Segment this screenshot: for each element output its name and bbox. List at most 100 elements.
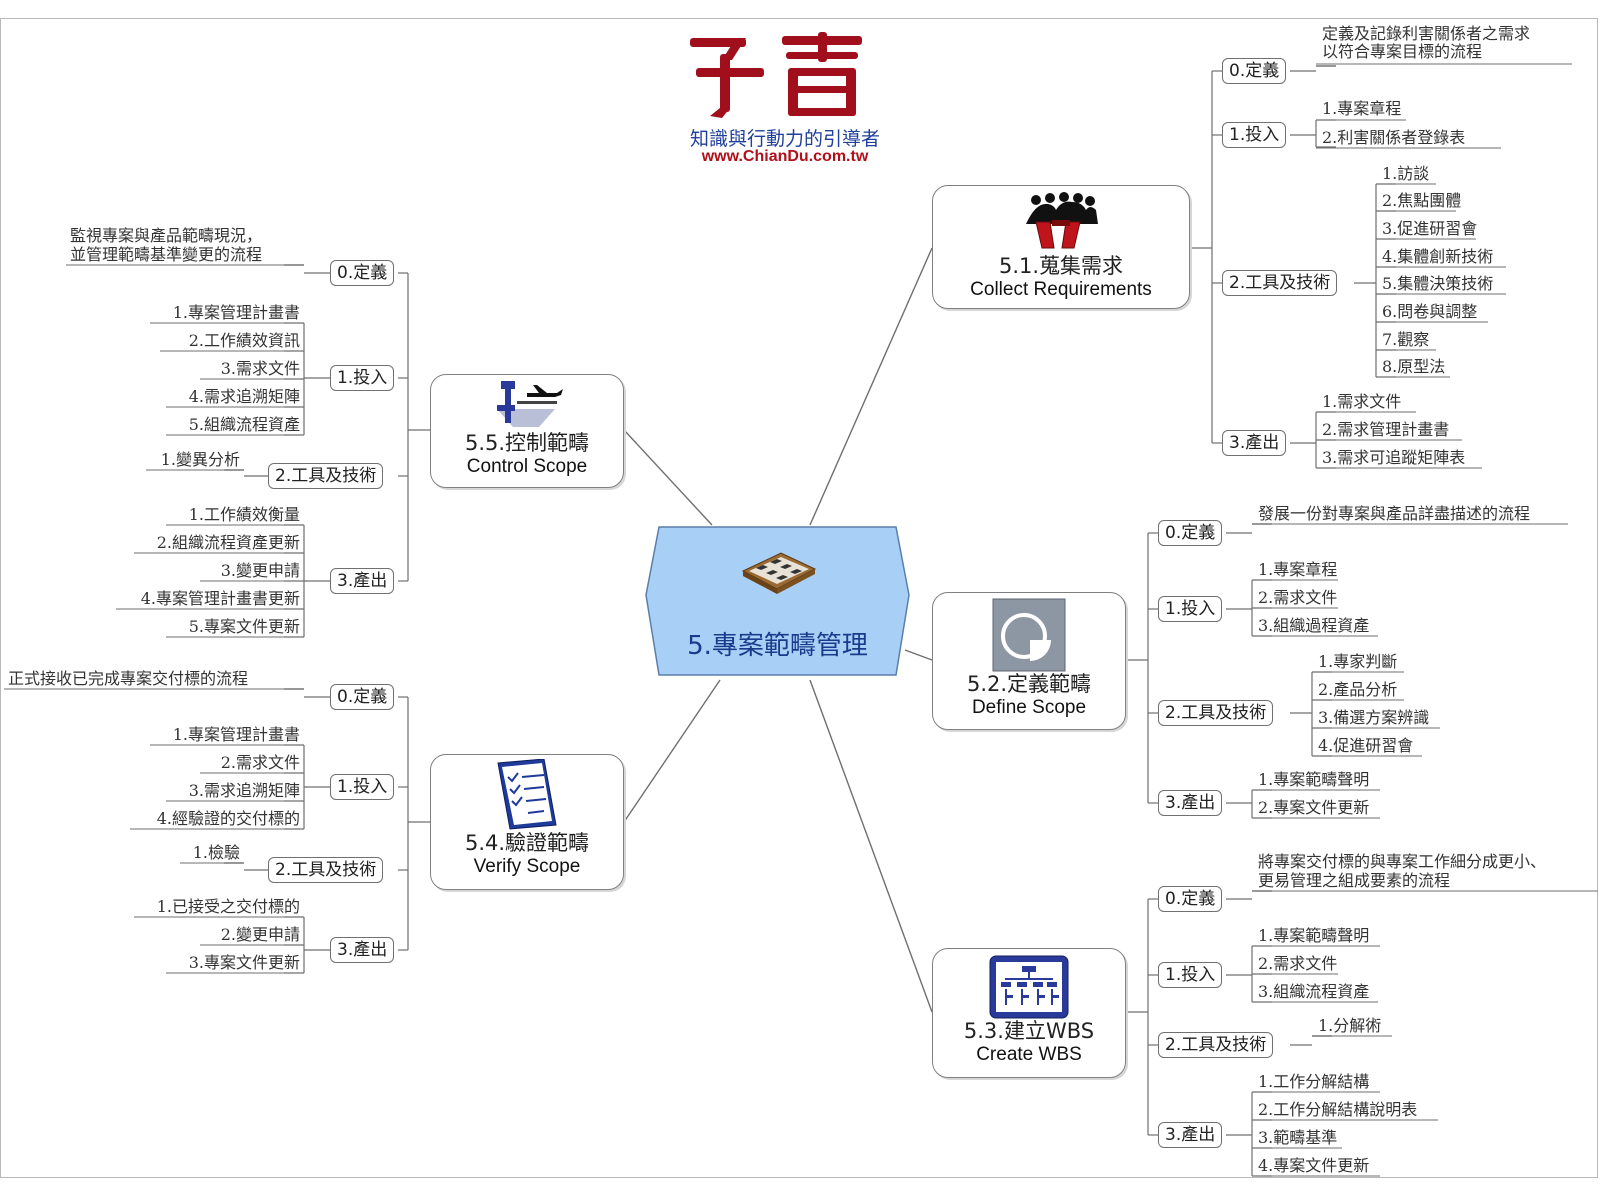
p51-branch-tools[interactable]: 2.工具及技術 — [1222, 270, 1338, 296]
p54-branch-out[interactable]: 3.產出 — [330, 937, 395, 963]
p54-out-1: 1.已接受之交付標的 — [156, 897, 300, 916]
p51-def-line-2: 以符合專案目標的流程 — [1322, 42, 1483, 61]
p53-out-2: 2.工作分解結構說明表 — [1258, 1100, 1418, 1119]
p51-tools-7: 7.觀察 — [1382, 330, 1430, 349]
central-topic[interactable] — [645, 525, 910, 677]
p51-branch-in[interactable]: 1.投入 — [1222, 122, 1287, 148]
p54-branch-in[interactable]: 1.投入 — [330, 774, 395, 800]
topic-title-en: Define Scope — [971, 697, 1087, 718]
org-chart-icon — [989, 955, 1069, 1019]
p55-out-3: 3.變更申請 — [220, 561, 300, 580]
p53-def-line-1: 將專案交付標的與專案工作細分成更小、 — [1258, 852, 1547, 871]
p52-branch-out[interactable]: 3.產出 — [1158, 790, 1223, 816]
p51-branch-out[interactable]: 3.產出 — [1222, 430, 1287, 456]
p52-branch-def[interactable]: 0.定義 — [1158, 520, 1223, 546]
p52-out-2: 2.專案文件更新 — [1258, 798, 1370, 817]
p51-def-line-1: 定義及記錄利害關係者之需求 — [1322, 24, 1531, 43]
p55-def-line-1: 監視專案與產品範疇現況， — [70, 226, 263, 245]
p54-def-1: 正式接收已完成專案交付標的流程 — [8, 669, 249, 688]
topic-define-scope[interactable]: 5.2.定義範疇 Define Scope — [932, 592, 1126, 730]
p52-in-2: 2.需求文件 — [1258, 588, 1338, 607]
p53-in-1: 1.專案範疇聲明 — [1258, 926, 1370, 945]
p51-tools-2: 2.焦點團體 — [1382, 191, 1462, 210]
p54-branch-def[interactable]: 0.定義 — [330, 684, 395, 710]
p55-out-2: 2.組織流程資產更新 — [156, 533, 300, 552]
topic-title-zh: 5.3.建立WBS — [963, 1019, 1095, 1043]
p53-in-2: 2.需求文件 — [1258, 954, 1338, 973]
p53-def-line-2: 更易管理之組成要素的流程 — [1258, 871, 1451, 890]
topic-verify-scope[interactable]: 5.4.驗證範疇 Verify Scope — [430, 754, 624, 890]
p51-tools-3: 3.促進研習會 — [1382, 219, 1478, 238]
p55-in-3: 3.需求文件 — [220, 359, 300, 378]
p51-tools-1: 1.訪談 — [1382, 164, 1430, 183]
topic-title-en: Verify Scope — [473, 856, 581, 877]
p51-tools-4: 4.集體創新技術 — [1382, 247, 1494, 266]
p51-in-2: 2.利害關係者登錄表 — [1322, 128, 1466, 147]
pie-chart-icon — [992, 598, 1066, 672]
p52-out-1: 1.專案範疇聲明 — [1258, 770, 1370, 789]
p52-in-1: 1.專案章程 — [1258, 560, 1338, 579]
topic-title-zh: 5.5.控制範疇 — [464, 431, 590, 455]
topic-title-en: Control Scope — [466, 456, 588, 477]
p54-in-1: 1.專案管理計畫書 — [172, 725, 300, 744]
p55-tools-1: 1.變異分析 — [160, 450, 240, 469]
p53-tools-1: 1.分解術 — [1318, 1016, 1382, 1035]
p53-branch-tools[interactable]: 2.工具及技術 — [1158, 1032, 1274, 1058]
p52-branch-in[interactable]: 1.投入 — [1158, 596, 1223, 622]
connector-line-3 — [623, 679, 721, 823]
p55-branch-tools[interactable]: 2.工具及技術 — [268, 463, 384, 489]
p51-out-2: 2.需求管理計畫書 — [1322, 420, 1450, 439]
p51-in-1: 1.專案章程 — [1322, 99, 1402, 118]
p55-branch-in[interactable]: 1.投入 — [330, 365, 395, 391]
p55-def-line-2: 並管理範疇基準變更的流程 — [70, 245, 263, 264]
logo-tagline: 知識與行動力的引導者 — [689, 128, 880, 150]
topic-create-wbs[interactable]: 5.3.建立WBS Create WBS — [932, 948, 1126, 1078]
airport-tower-icon — [497, 381, 563, 427]
chess-board-icon — [741, 552, 817, 594]
p52-branch-tools[interactable]: 2.工具及技術 — [1158, 700, 1274, 726]
p53-branch-out[interactable]: 3.產出 — [1158, 1122, 1223, 1148]
p53-branch-in[interactable]: 1.投入 — [1158, 962, 1223, 988]
p52-def-1: 發展一份對專案與產品詳盡描述的流程 — [1258, 504, 1531, 523]
logo-url: www.ChianDu.com.tw — [701, 148, 869, 165]
p55-branch-def[interactable]: 0.定義 — [330, 260, 395, 286]
central-hexagon-shape — [645, 526, 910, 676]
connector-line-1 — [904, 649, 933, 661]
p53-out-4: 4.專案文件更新 — [1258, 1156, 1370, 1175]
p55-out-5: 5.專案文件更新 — [188, 617, 300, 636]
p55-in-2: 2.工作績效資訊 — [188, 331, 300, 350]
chiandu-logo-icon — [690, 32, 862, 118]
p52-tools-1: 1.專家判斷 — [1318, 652, 1398, 671]
topic-title-zh: 5.4.驗證範疇 — [464, 831, 590, 855]
connector-line-4 — [623, 429, 713, 526]
p55-in-1: 1.專案管理計畫書 — [172, 303, 300, 322]
p51-out-3: 3.需求可追蹤矩陣表 — [1322, 448, 1466, 467]
p55-in-5: 5.組織流程資產 — [188, 415, 300, 434]
p51-branch-def[interactable]: 0.定義 — [1222, 58, 1287, 84]
central-hexagon — [645, 526, 910, 676]
p55-branch-out[interactable]: 3.產出 — [330, 568, 395, 594]
p53-branch-def[interactable]: 0.定義 — [1158, 886, 1223, 912]
p51-tools-5: 5.集體決策技術 — [1382, 274, 1494, 293]
checklist-icon — [497, 759, 557, 830]
people-meeting-icon — [1026, 192, 1098, 249]
p52-tools-3: 3.備選方案辨識 — [1318, 708, 1430, 727]
p52-tools-2: 2.產品分析 — [1318, 680, 1398, 699]
topic-title-en: Collect Requirements — [970, 279, 1152, 300]
connector-line-2 — [809, 679, 933, 1013]
topic-control-scope[interactable]: 5.5.控制範疇 Control Scope — [430, 374, 624, 488]
p55-out-1: 1.工作績效衡量 — [188, 505, 300, 524]
topic-collect-requirements[interactable]: 5.1.蒐集需求 Collect Requirements — [932, 185, 1190, 309]
page-frame — [0, 18, 1598, 1178]
p53-out-1: 1.工作分解結構 — [1258, 1072, 1370, 1091]
topic-title-en: Create WBS — [976, 1044, 1082, 1065]
topic-title-zh: 5.1.蒐集需求 — [998, 254, 1124, 278]
p51-tools-8: 8.原型法 — [1382, 357, 1446, 376]
p54-branch-tools[interactable]: 2.工具及技術 — [268, 857, 384, 883]
p52-in-3: 3.組織過程資產 — [1258, 616, 1370, 635]
p54-out-2: 2.變更申請 — [220, 925, 300, 944]
p54-in-3: 3.需求追溯矩陣 — [188, 781, 300, 800]
p52-tools-4: 4.促進研習會 — [1318, 736, 1414, 755]
